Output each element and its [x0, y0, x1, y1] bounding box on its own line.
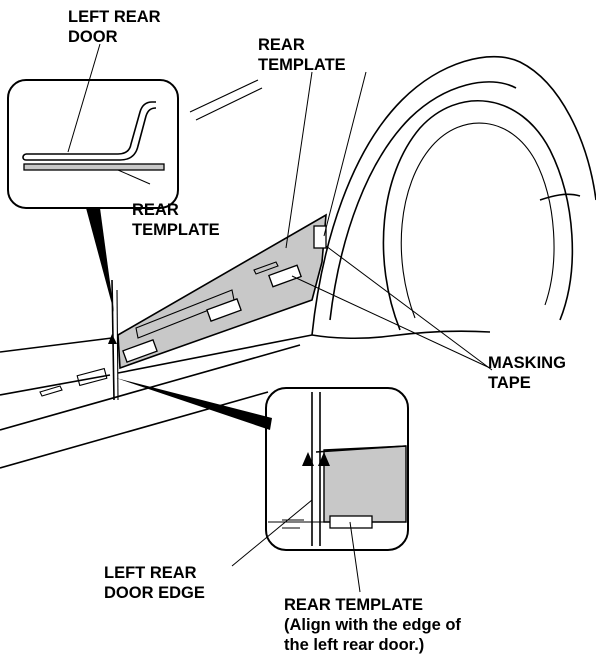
body-line-3 — [117, 334, 313, 374]
inset-cross-section — [7, 79, 179, 312]
masking-tape-piece-1 — [122, 339, 158, 363]
leader-door-edge — [231, 499, 313, 567]
template-slot — [253, 261, 279, 275]
masking-tape-piece-3 — [268, 264, 302, 288]
leader-masking-tape-2 — [325, 245, 493, 371]
label-rear-template-top-2: TEMPLATE — [258, 56, 346, 74]
leader-rear-template-inset — [117, 169, 151, 185]
inset-detail — [116, 378, 409, 551]
label-left-rear-door-1: LEFT REAR — [68, 8, 161, 26]
door-profile-flange — [22, 153, 27, 161]
fender-bottom — [311, 330, 491, 340]
leader-masking-tape-1 — [291, 275, 491, 369]
body-right-edge — [539, 193, 581, 201]
label-door-edge-1: LEFT REAR — [104, 564, 197, 582]
label-rear-template-inset-1: REAR — [132, 201, 179, 219]
door-tape-mark — [76, 367, 108, 387]
fender-arch-inner — [329, 81, 517, 321]
labels: LEFT REAR DOOR REAR TEMPLATE REAR TEMPLA… — [68, 8, 566, 654]
window-trim-1 — [189, 79, 259, 113]
door-edge-line-2 — [116, 289, 119, 401]
label-rear-template-inset-2: TEMPLATE — [132, 221, 220, 239]
leader-rear-template-top-1 — [285, 71, 313, 249]
inset-template-strip — [23, 163, 165, 171]
label-left-rear-door-2: DOOR — [68, 28, 118, 46]
leader-rear-template-top-2 — [323, 71, 367, 237]
masking-tape-piece-4 — [313, 225, 327, 249]
detail-arrow-2 — [318, 452, 330, 466]
detail-arrow-1 — [302, 452, 314, 466]
inset-pointer — [86, 208, 114, 312]
template-shape — [117, 213, 327, 370]
rear-template-panel — [108, 213, 327, 370]
template-edge-arrow — [108, 334, 117, 344]
door-profile — [26, 101, 156, 155]
label-rear-template-bottom-2: (Align with the edge of — [284, 616, 461, 634]
label-rear-template-top-1: REAR — [258, 36, 305, 54]
detail-template — [323, 445, 407, 523]
wheel-outer — [382, 99, 574, 331]
body-line-2 — [0, 374, 111, 396]
label-masking-tape-1: MASKING — [488, 354, 566, 372]
masking-tape-piece-2 — [206, 298, 242, 322]
detail-door-lines — [282, 519, 304, 529]
label-rear-template-bottom-1: REAR TEMPLATE — [284, 596, 423, 614]
leader-left-rear-door — [67, 43, 101, 153]
label-masking-tape-2: TAPE — [488, 374, 531, 392]
door-profile-inner — [26, 107, 157, 161]
window-trim-2 — [195, 87, 263, 121]
detail-template-top — [315, 445, 407, 453]
label-door-edge-2: DOOR EDGE — [104, 584, 205, 602]
body-line-1 — [0, 337, 113, 353]
inset-frame — [7, 79, 179, 209]
leader-lines — [67, 43, 493, 593]
body-line-5 — [0, 391, 269, 469]
leader-rear-template-bottom — [349, 521, 361, 593]
door-mark-1 — [39, 385, 63, 397]
wheel-inner — [400, 122, 555, 319]
label-rear-template-bottom-3: the left rear door.) — [284, 636, 424, 654]
detail-pointer — [116, 378, 272, 430]
fender-arch — [311, 55, 596, 336]
